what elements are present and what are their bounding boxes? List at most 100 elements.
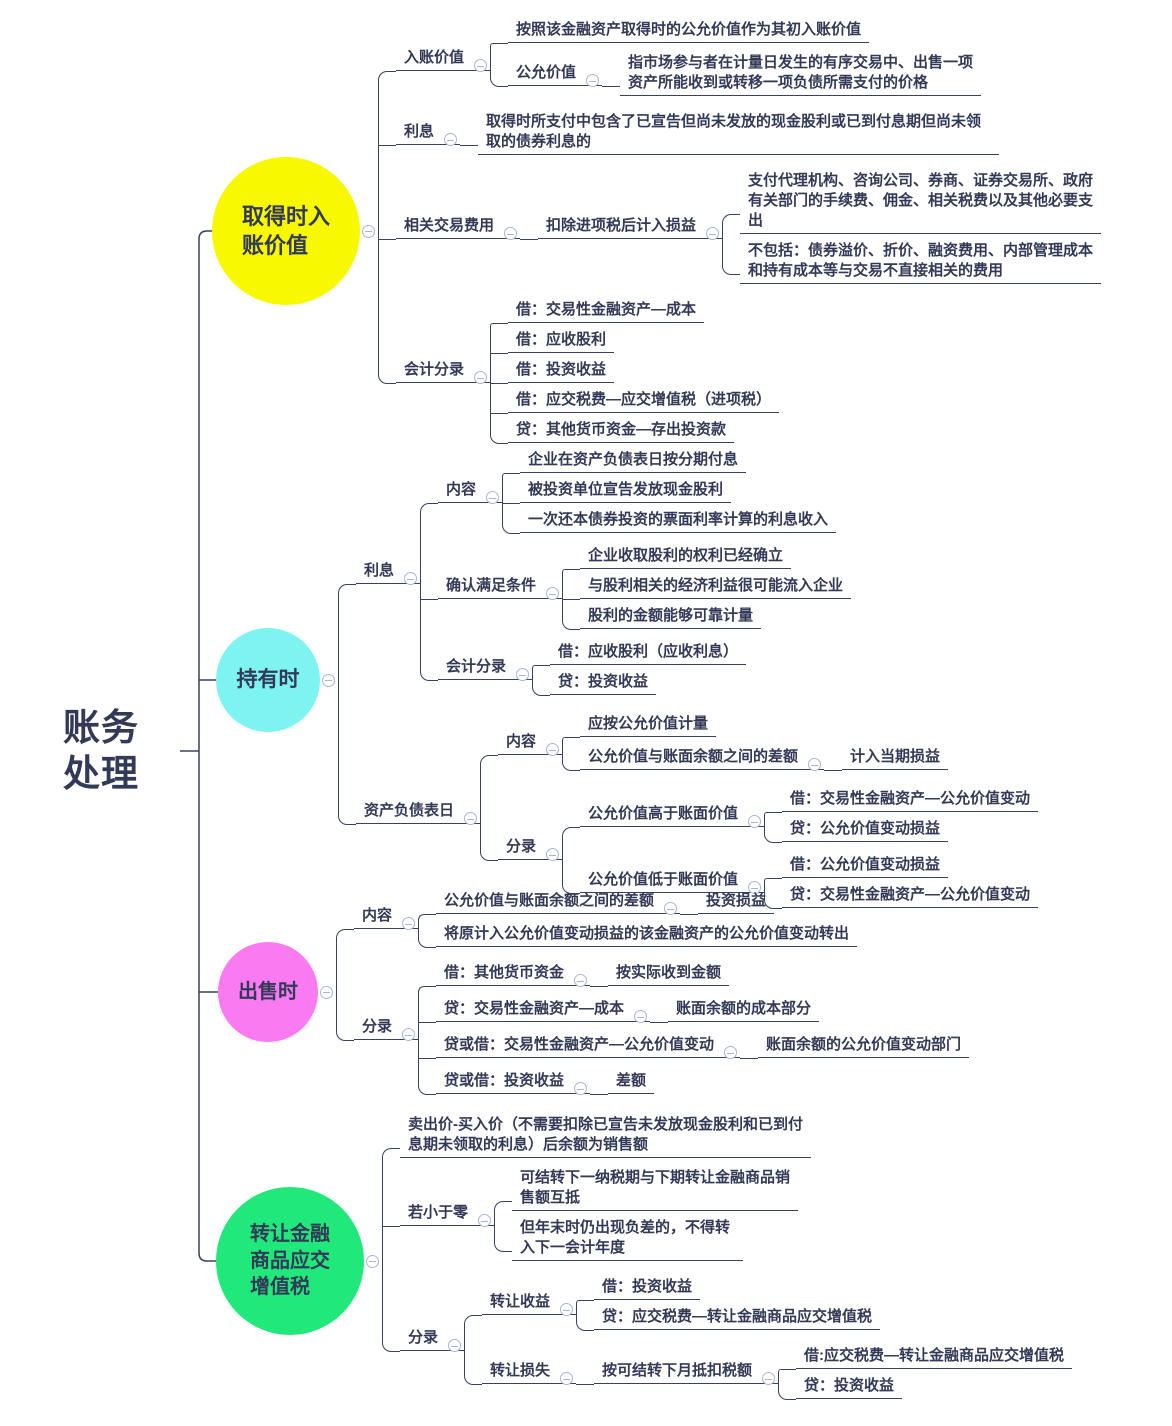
- branch-circle[interactable]: 出售时: [218, 942, 318, 1042]
- topic-label[interactable]: 会计分录: [446, 658, 507, 675]
- topic-label[interactable]: 被投资单位宣告发放现金股利: [528, 481, 724, 498]
- topic-label[interactable]: 内容: [446, 481, 477, 498]
- collapse-icon[interactable]: [546, 743, 560, 756]
- collapse-icon[interactable]: [444, 133, 458, 146]
- collapse-icon[interactable]: [586, 74, 600, 87]
- collapse-icon[interactable]: [474, 371, 488, 384]
- topic-label[interactable]: 借：其他货币资金: [444, 964, 565, 981]
- branch-circle[interactable]: 转让金融 商品应交 增值税: [216, 1187, 364, 1335]
- collapse-icon[interactable]: [486, 491, 500, 504]
- topic-label[interactable]: 分录: [506, 838, 537, 855]
- topic-label[interactable]: 按实际收到金额: [616, 964, 722, 981]
- collapse-icon[interactable]: [448, 1339, 462, 1352]
- topic-label[interactable]: 贷：交易性金融资产—成本: [444, 1000, 625, 1017]
- topic-label[interactable]: 借：投资收益: [516, 361, 607, 378]
- collapse-icon[interactable]: [748, 881, 762, 894]
- topic-label[interactable]: 贷：公允价值变动损益: [790, 820, 941, 837]
- topic-label[interactable]: 资产负债表日: [364, 802, 455, 819]
- collapse-icon[interactable]: [574, 974, 588, 987]
- topic-label[interactable]: 差额: [616, 1072, 647, 1089]
- branch-circle[interactable]: 持有时: [216, 628, 320, 732]
- topic-label[interactable]: 内容: [506, 733, 537, 750]
- topic-label[interactable]: 公允价值低于账面价值: [588, 871, 739, 888]
- topic-label[interactable]: 账面余额的成本部分: [676, 1000, 812, 1017]
- topic-label[interactable]: 借：交易性金融资产—公允价值变动: [790, 790, 1031, 807]
- topic-label[interactable]: 股利的金额能够可靠计量: [588, 607, 754, 624]
- topic-label[interactable]: 取得时所支付中包含了已宣告但尚未发放的现金股利或已到付息期但尚未领取的债券利息的: [486, 113, 982, 150]
- topic-label[interactable]: 借：应交税费—应交增值税（进项税）: [516, 391, 772, 408]
- collapse-icon[interactable]: [516, 668, 530, 681]
- topic-label[interactable]: 卖出价-买入价（不需要扣除已宣告未发放现金股利和已到付息期未领取的利息）后余额为…: [408, 1116, 803, 1153]
- topic-label[interactable]: 但年末时仍出现负差的，不得转入下一会计年度: [520, 1219, 731, 1256]
- topic-label[interactable]: 贷：应交税费—转让金融商品应交增值税: [602, 1308, 873, 1325]
- topic-label[interactable]: 不包括：债券溢价、折价、融资费用、内部管理成本和持有成本等与交易不直接相关的费用: [748, 242, 1094, 279]
- topic-label[interactable]: 应按公允价值计量: [588, 715, 709, 732]
- collapse-icon[interactable]: [724, 1046, 738, 1059]
- topic-label[interactable]: 贷：其他货币资金—存出投资款: [516, 421, 727, 438]
- topic-label[interactable]: 扣除进项税后计入损益: [546, 217, 697, 234]
- topic-label[interactable]: 借:应交税费—转让金融商品应交增值税: [804, 1347, 1065, 1364]
- topic-label[interactable]: 确认满足条件: [446, 577, 537, 594]
- topic-label[interactable]: 贷：交易性金融资产—公允价值变动: [790, 886, 1031, 903]
- collapse-icon[interactable]: [808, 758, 822, 771]
- collapse-icon[interactable]: [320, 985, 333, 999]
- topic-label[interactable]: 内容: [362, 907, 393, 924]
- collapse-icon[interactable]: [366, 1254, 379, 1268]
- topic-label[interactable]: 利息: [364, 562, 395, 579]
- topic-label[interactable]: 借：投资收益: [602, 1278, 693, 1295]
- collapse-icon[interactable]: [404, 572, 418, 585]
- collapse-icon[interactable]: [706, 227, 720, 240]
- topic-label[interactable]: 借：应收股利: [516, 331, 607, 348]
- topic-label[interactable]: 企业在资产负债表日按分期付息: [528, 451, 739, 468]
- collapse-icon[interactable]: [664, 902, 678, 915]
- topic-label[interactable]: 贷或借：投资收益: [444, 1072, 565, 1089]
- topic-label[interactable]: 可结转下一纳税期与下期转让金融商品销售额互抵: [520, 1169, 791, 1206]
- topic-label[interactable]: 若小于零: [408, 1204, 469, 1221]
- topic-label[interactable]: 支付代理机构、咨询公司、券商、证券交易所、政府有关部门的手续费、佣金、相关税费以…: [748, 172, 1094, 229]
- collapse-icon[interactable]: [560, 1303, 574, 1316]
- topic-label[interactable]: 转让损失: [490, 1362, 551, 1379]
- topic-label[interactable]: 分录: [408, 1329, 439, 1346]
- collapse-icon[interactable]: [560, 1372, 574, 1385]
- branch-circle[interactable]: 取得时入 账价值: [212, 157, 360, 305]
- topic-label[interactable]: 公允价值高于账面价值: [588, 805, 739, 822]
- collapse-icon[interactable]: [762, 1372, 776, 1385]
- topic-label[interactable]: 企业收取股利的权利已经确立: [588, 547, 784, 564]
- topic-label[interactable]: 借：交易性金融资产—成本: [516, 301, 697, 318]
- topic-label[interactable]: 按可结转下月抵扣税额: [602, 1362, 753, 1379]
- collapse-icon[interactable]: [402, 1028, 416, 1041]
- topic-label[interactable]: 一次还本债券投资的票面利率计算的利息收入: [528, 511, 829, 528]
- collapse-icon[interactable]: [634, 1010, 648, 1023]
- topic-label[interactable]: 投资损益: [706, 892, 767, 909]
- collapse-icon[interactable]: [362, 224, 375, 238]
- collapse-icon[interactable]: [546, 587, 560, 600]
- topic-label[interactable]: 按照该金融资产取得时的公允价值作为其初入账价值: [516, 21, 862, 38]
- topic-label[interactable]: 分录: [362, 1018, 393, 1035]
- topic-label[interactable]: 贷或借：交易性金融资产—公允价值变动: [444, 1036, 715, 1053]
- topic-label[interactable]: 利息: [404, 123, 435, 140]
- topic-label[interactable]: 借：公允价值变动损益: [790, 856, 941, 873]
- collapse-icon[interactable]: [478, 1214, 492, 1227]
- collapse-icon[interactable]: [464, 812, 478, 825]
- collapse-icon[interactable]: [504, 227, 518, 240]
- topic-label[interactable]: 将原计入公允价值变动损益的该金融资产的公允价值变动转出: [444, 925, 850, 942]
- topic-label[interactable]: 计入当期损益: [850, 748, 941, 765]
- topic-label[interactable]: 相关交易费用: [404, 217, 495, 234]
- topic-label[interactable]: 会计分录: [404, 361, 465, 378]
- root-topic[interactable]: 账务 处理: [63, 706, 139, 794]
- topic-label[interactable]: 与股利相关的经济利益很可能流入企业: [588, 577, 844, 594]
- collapse-icon[interactable]: [322, 673, 335, 687]
- topic-label[interactable]: 借：应收股利（应收利息）: [558, 643, 739, 660]
- topic-label[interactable]: 转让收益: [490, 1293, 551, 1310]
- topic-label[interactable]: 入账价值: [404, 49, 465, 66]
- topic-label[interactable]: 指市场参与者在计量日发生的有序交易中、出售一项资产所能收到或转移一项负债所需支付…: [628, 54, 974, 91]
- topic-label[interactable]: 公允价值与账面余额之间的差额: [588, 748, 799, 765]
- collapse-icon[interactable]: [546, 848, 560, 861]
- topic-label[interactable]: 贷：投资收益: [804, 1377, 895, 1394]
- collapse-icon[interactable]: [748, 815, 762, 828]
- topic-label[interactable]: 账面余额的公允价值变动部门: [766, 1036, 962, 1053]
- collapse-icon[interactable]: [402, 917, 416, 930]
- topic-label[interactable]: 公允价值: [516, 64, 577, 81]
- collapse-icon[interactable]: [474, 59, 488, 72]
- topic-label[interactable]: 贷：投资收益: [558, 673, 649, 690]
